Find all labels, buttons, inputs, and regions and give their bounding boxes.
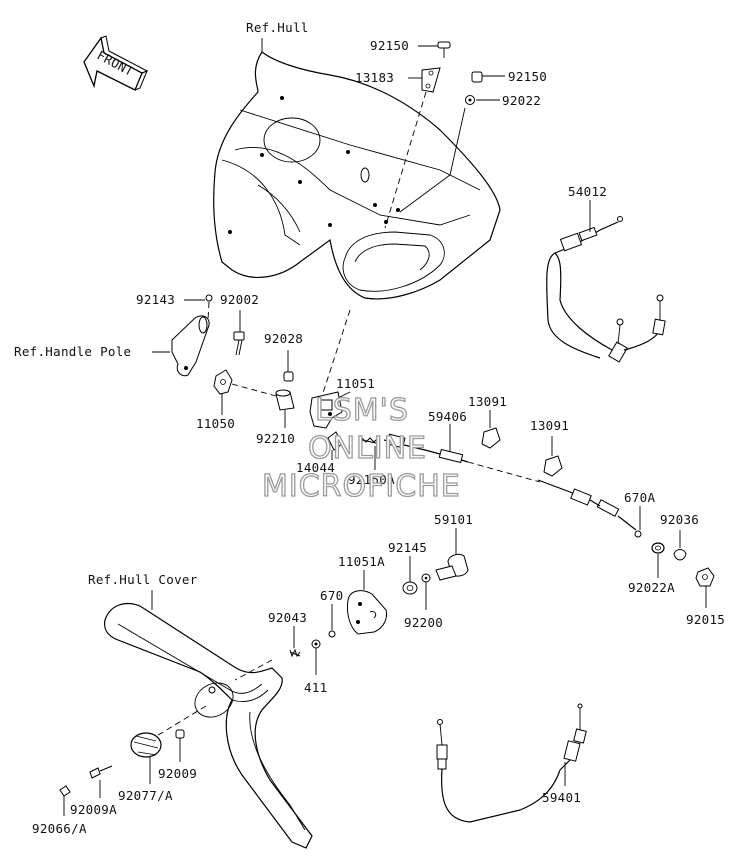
ref-handle-pole-label: Ref.Handle Pole: [14, 344, 131, 359]
clamp-13091-a: [481, 427, 501, 449]
label-59401: 59401: [542, 790, 581, 805]
label-11051A: 11051A: [338, 554, 385, 569]
label-92043: 92043: [268, 610, 307, 625]
bracket-11051: [309, 391, 343, 429]
knob-shaft-59101: [435, 553, 469, 581]
collar-92028: [283, 371, 294, 382]
label-14044: 14044: [296, 460, 335, 475]
label-92022: 92022: [502, 93, 541, 108]
screw-92009A: [89, 765, 113, 779]
hull-drawing: [213, 51, 501, 300]
label-92022A: 92022A: [628, 580, 675, 595]
label-92210: 92210: [256, 431, 295, 446]
mount-11050: [213, 369, 233, 395]
label-92150-a: 92150: [370, 38, 409, 53]
cable-59401: [436, 703, 587, 823]
label-670A: 670A: [624, 490, 655, 505]
label-411: 411: [304, 680, 327, 695]
label-92143: 92143: [136, 292, 175, 307]
label-92066A: 92066/A: [32, 821, 87, 836]
watermark-line-1: LSM'S: [315, 393, 409, 428]
label-13091-a: 13091: [468, 394, 507, 409]
washer-92022A: [651, 542, 665, 554]
ring-670: [328, 630, 336, 638]
washer-411: [311, 639, 321, 649]
bolt-92002: [233, 331, 245, 356]
washer-92022: [465, 95, 475, 105]
clamp-13091-b: [543, 455, 563, 477]
label-670: 670: [320, 588, 343, 603]
label-92150-b: 92150: [508, 69, 547, 84]
label-92200: 92200: [404, 615, 443, 630]
watermark: LSM'S ONLINE MICROFICHE: [261, 392, 461, 504]
cap-92066A: [59, 785, 71, 797]
ref-hull-label: Ref.Hull: [246, 20, 309, 35]
watermark-line-3: MICROFICHE: [262, 469, 461, 504]
screw-92009: [175, 729, 185, 745]
screw-92143: [205, 294, 213, 302]
label-13183: 13183: [355, 70, 394, 85]
bushing-14044: [327, 431, 343, 451]
label-92009A: 92009A: [70, 802, 117, 817]
label-92002: 92002: [220, 292, 259, 307]
hull-cover-drawing: [103, 602, 313, 849]
label-92028: 92028: [264, 331, 303, 346]
cable-54012: [546, 216, 666, 363]
plate-11051A: [347, 590, 387, 635]
label-11050: 11050: [196, 416, 235, 431]
knob-92077A: [130, 732, 162, 758]
pin-92043: [289, 648, 301, 658]
label-54012: 54012: [568, 184, 607, 199]
label-13091-b: 13091: [530, 418, 569, 433]
cable-59406-end: [537, 479, 637, 531]
ring-670A: [634, 530, 642, 538]
label-59406: 59406: [428, 409, 467, 424]
bushing-92145: [402, 581, 418, 595]
handle-pole-bracket: [171, 315, 210, 377]
watermark-line-2: ONLINE: [308, 431, 427, 466]
label-92036: 92036: [660, 512, 699, 527]
label-92077A: 92077/A: [118, 788, 173, 803]
label-59101: 59101: [434, 512, 473, 527]
bracket-13183: [421, 67, 441, 93]
label-92150A: 92150A: [348, 472, 395, 487]
bolt-92150-right: [471, 71, 483, 83]
label-92145: 92145: [388, 540, 427, 555]
label-92015: 92015: [686, 612, 725, 627]
washer-92200: [421, 573, 431, 583]
screw-92150A: [361, 437, 381, 445]
front-arrow-icon: [83, 35, 149, 91]
label-11051: 11051: [336, 376, 375, 391]
label-92009: 92009: [158, 766, 197, 781]
ref-hull-cover-label: Ref.Hull Cover: [88, 572, 198, 587]
cable-59406: [383, 433, 541, 483]
nut-92015: [695, 567, 715, 587]
clip-92036: [673, 549, 687, 561]
bolt-92150-top: [437, 41, 451, 58]
pin-92210: [275, 389, 295, 411]
